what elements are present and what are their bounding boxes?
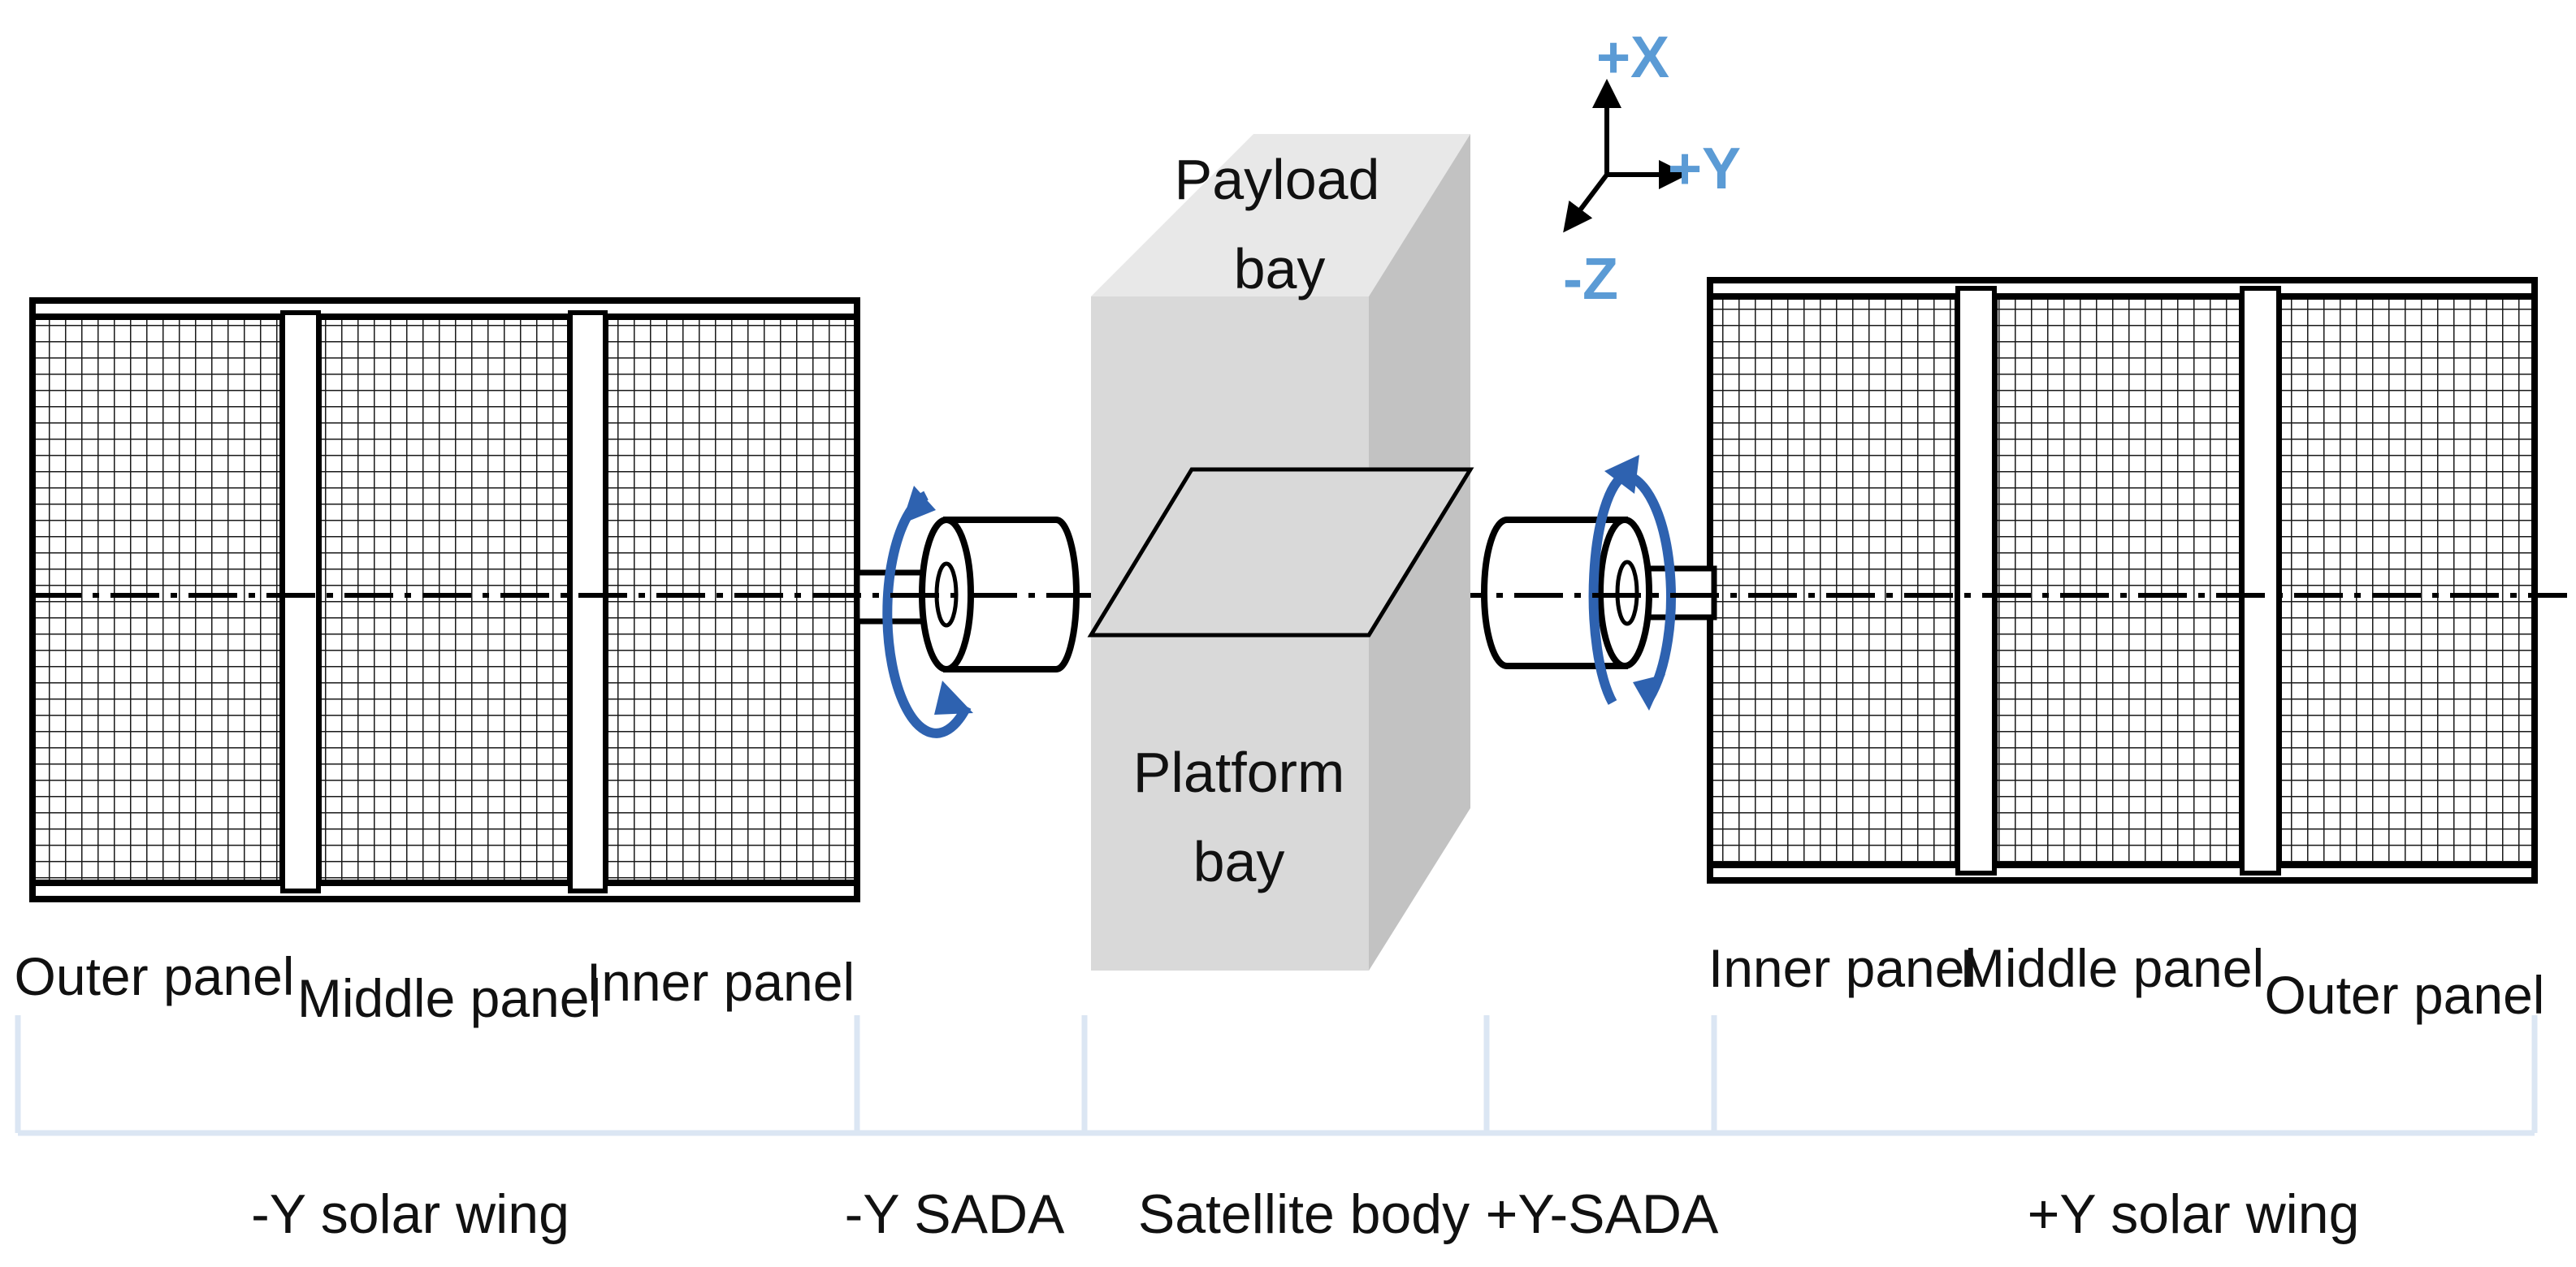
left-solar-wing-section-label: -Y solar wing	[251, 1183, 569, 1245]
left-inner-panel	[602, 314, 860, 886]
right-sada	[1481, 455, 1717, 711]
left-rotation-arrowhead-bottom	[934, 681, 973, 715]
right-middle-panel-label: Middle panel	[1960, 938, 2264, 998]
left-hinge-1	[280, 310, 321, 893]
payload-bay-label-line2: bay	[1234, 237, 1326, 301]
platform-bay-label-line2: bay	[1193, 830, 1285, 893]
satellite-body-section-label: Satellite body	[1138, 1183, 1470, 1245]
right-hinge-2	[2240, 286, 2281, 876]
left-solar-wing	[29, 297, 860, 902]
right-sada-rotation-icon	[1623, 470, 1676, 702]
x-axis-label: +X	[1596, 25, 1669, 90]
left-middle-panel	[315, 314, 574, 886]
satellite-body: Payload bay Platform bay	[1087, 134, 1474, 971]
section-brackets	[15, 1015, 2538, 1136]
left-middle-panel-label: Middle panel	[297, 968, 601, 1028]
left-outer-panel	[29, 314, 286, 886]
left-sada-rotation-icon	[882, 491, 972, 738]
coordinate-axes: +X +Y -Z	[1563, 25, 1741, 312]
bay-separator-plane	[1087, 467, 1474, 638]
right-rotation-arrowhead-bottom	[1633, 674, 1665, 711]
left-inner-panel-label: Inner panel	[587, 952, 855, 1012]
right-inner-panel	[1707, 293, 1961, 868]
right-outer-panel	[2275, 293, 2538, 868]
platform-bay-label-line1: Platform	[1133, 741, 1345, 804]
left-outer-panel-label: Outer panel	[15, 946, 295, 1006]
right-sada-rotation-icon-back	[1588, 470, 1628, 705]
right-sada-section-label: +Y-SADA	[1486, 1183, 1719, 1245]
z-axis-label: -Z	[1563, 247, 1618, 312]
right-middle-panel	[1991, 293, 2245, 868]
body-top-face	[1091, 134, 1470, 296]
payload-bay-label-line1: Payload	[1175, 148, 1380, 211]
y-axis-label: +Y	[1668, 136, 1741, 201]
left-hinge-2	[568, 310, 608, 893]
left-sada-section-label: -Y SADA	[845, 1183, 1065, 1245]
left-rotation-arrowhead-top	[902, 486, 936, 524]
right-solar-wing	[1707, 277, 2538, 884]
right-hinge-1	[1955, 286, 1997, 876]
z-axis-arrow	[1563, 173, 1609, 233]
right-solar-wing-section-label: +Y solar wing	[2028, 1183, 2360, 1245]
right-rotation-arrowhead-top	[1604, 455, 1639, 494]
right-outer-panel-label: Outer panel	[2265, 965, 2545, 1025]
left-sada	[854, 486, 1080, 738]
right-inner-panel-label: Inner panel	[1708, 938, 1976, 998]
